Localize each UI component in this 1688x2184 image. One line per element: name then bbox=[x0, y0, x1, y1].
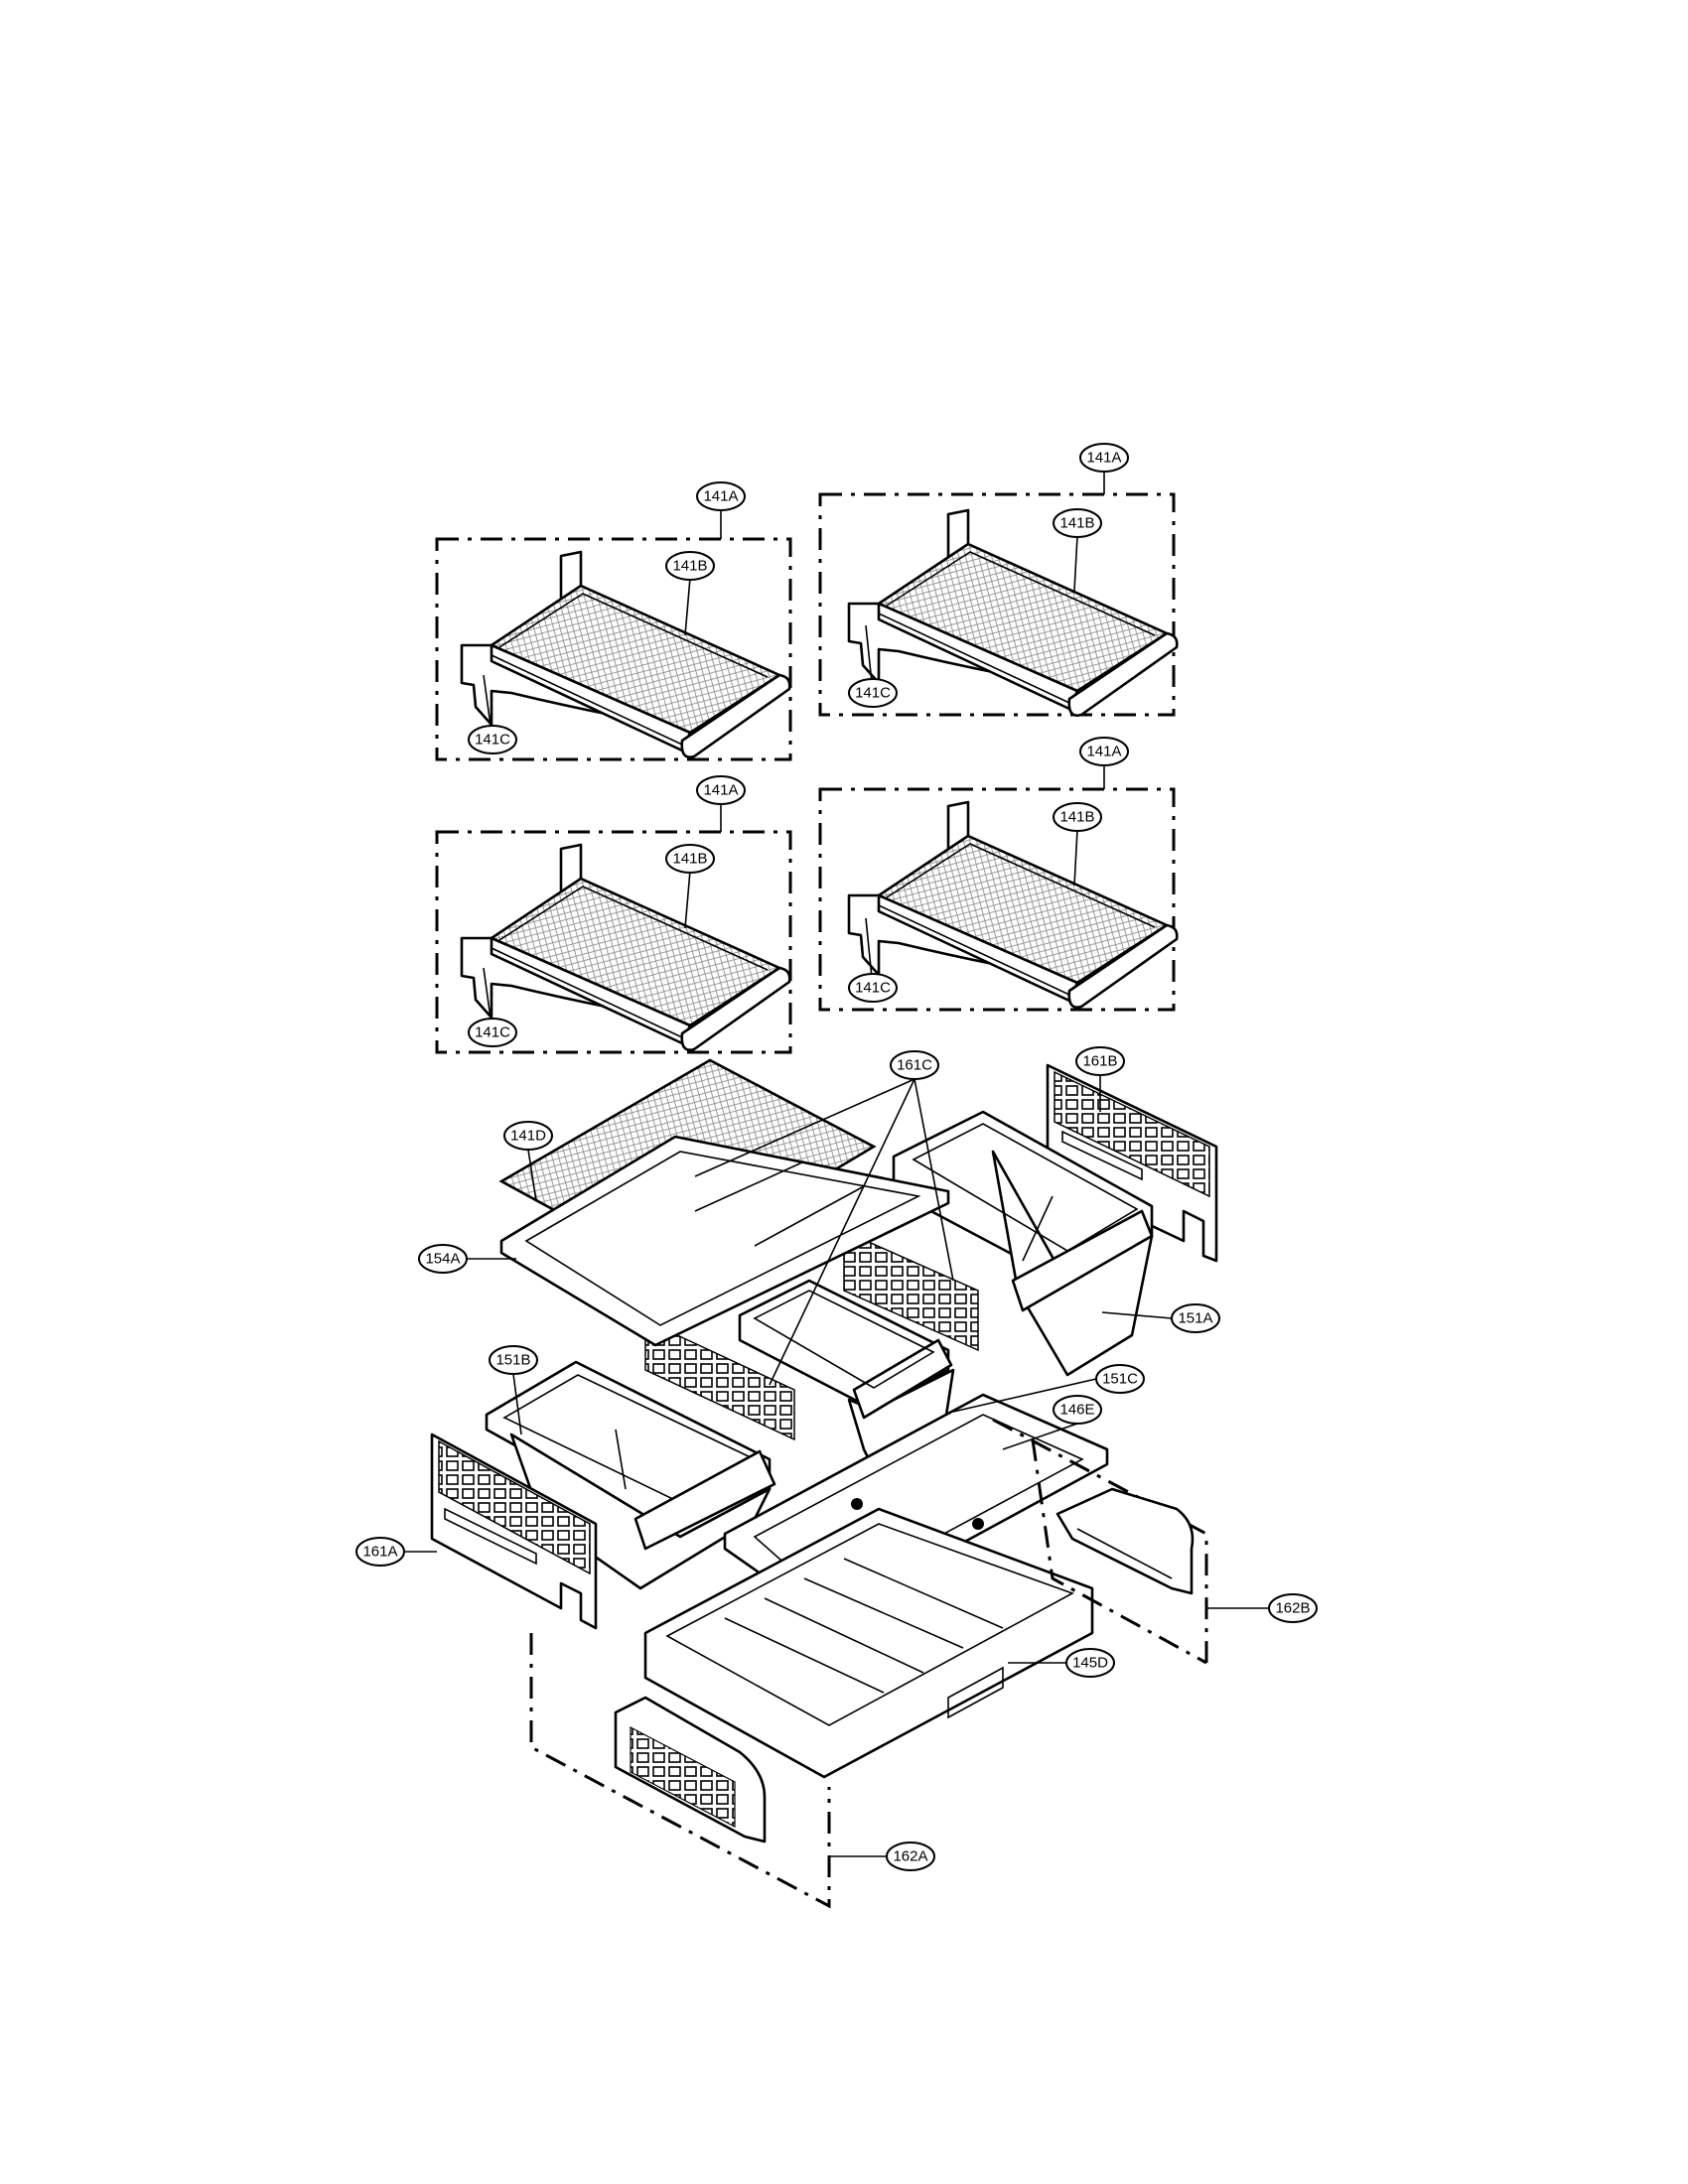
side-bracket-right bbox=[992, 1418, 1208, 1665]
callout-141b-2: 141B bbox=[1053, 508, 1102, 538]
callout-label: 141A bbox=[703, 488, 738, 505]
callout-161c: 161C bbox=[890, 1050, 939, 1080]
crisper-drawer-center bbox=[738, 1279, 955, 1471]
crisper-cover-frame bbox=[499, 1135, 950, 1347]
callout-label: 141B bbox=[1059, 809, 1094, 826]
callout-label: 141B bbox=[1059, 515, 1094, 532]
callout-label: 145D bbox=[1072, 1655, 1108, 1672]
callout-label: 141B bbox=[672, 558, 707, 575]
shelf-assembly-middle-right bbox=[818, 787, 1179, 1012]
callout-141a-4: 141A bbox=[1079, 737, 1129, 766]
callout-label: 141C bbox=[855, 685, 891, 702]
callout-141c-2: 141C bbox=[848, 678, 898, 708]
callout-141c-1: 141C bbox=[468, 725, 517, 754]
callout-label: 162B bbox=[1275, 1600, 1310, 1617]
callout-label: 161A bbox=[362, 1544, 397, 1561]
callout-label: 141C bbox=[475, 1024, 510, 1041]
callout-label: 151A bbox=[1178, 1310, 1212, 1327]
callout-141a-1: 141A bbox=[696, 481, 746, 511]
callout-label: 146E bbox=[1059, 1402, 1094, 1419]
shelf-assembly-middle-left bbox=[435, 830, 792, 1054]
leader-lines bbox=[404, 472, 1269, 1857]
callout-141b-4: 141B bbox=[1053, 802, 1102, 832]
callout-141d: 141D bbox=[503, 1121, 553, 1151]
grille-panel-left bbox=[430, 1433, 598, 1630]
callout-label: 161C bbox=[897, 1057, 932, 1074]
callout-162b: 162B bbox=[1268, 1593, 1318, 1623]
callout-141a-2: 141A bbox=[1079, 443, 1129, 473]
shelf-assembly-top-left bbox=[435, 537, 792, 761]
callout-label: 151C bbox=[1102, 1371, 1138, 1388]
callout-label: 141A bbox=[1086, 744, 1121, 760]
callout-label: 141C bbox=[855, 980, 891, 997]
callout-146e: 146E bbox=[1053, 1395, 1102, 1425]
callout-141c-4: 141C bbox=[848, 973, 898, 1003]
callout-151a: 151A bbox=[1171, 1303, 1220, 1333]
callout-label: 141A bbox=[703, 782, 738, 799]
callout-label: 161B bbox=[1082, 1053, 1117, 1070]
side-bracket-left bbox=[529, 1633, 831, 1909]
crisper-drawer-right bbox=[892, 1110, 1154, 1377]
callout-141a-3: 141A bbox=[696, 775, 746, 805]
callout-label: 141B bbox=[672, 851, 707, 868]
crisper-pan bbox=[643, 1507, 1094, 1779]
callout-label: 162A bbox=[893, 1848, 927, 1865]
callout-label: 151B bbox=[495, 1352, 530, 1369]
callout-label: 141C bbox=[475, 732, 510, 749]
callout-161a: 161A bbox=[355, 1537, 405, 1567]
callout-161b: 161B bbox=[1075, 1046, 1125, 1076]
callout-141b-1: 141B bbox=[665, 551, 715, 581]
callout-141c-3: 141C bbox=[468, 1018, 517, 1047]
callout-162a: 162A bbox=[886, 1842, 935, 1871]
callout-label: 141A bbox=[1086, 450, 1121, 467]
callout-151c: 151C bbox=[1095, 1364, 1145, 1394]
callout-label: 154A bbox=[425, 1251, 460, 1268]
callout-145d: 145D bbox=[1065, 1648, 1115, 1678]
callout-151b: 151B bbox=[489, 1345, 538, 1375]
grille-panel-center bbox=[644, 1229, 979, 1441]
callout-label: 141D bbox=[510, 1128, 546, 1145]
shelf-assembly-top-right bbox=[818, 492, 1179, 717]
callout-154a: 154A bbox=[418, 1244, 468, 1274]
callout-141b-3: 141B bbox=[665, 844, 715, 874]
